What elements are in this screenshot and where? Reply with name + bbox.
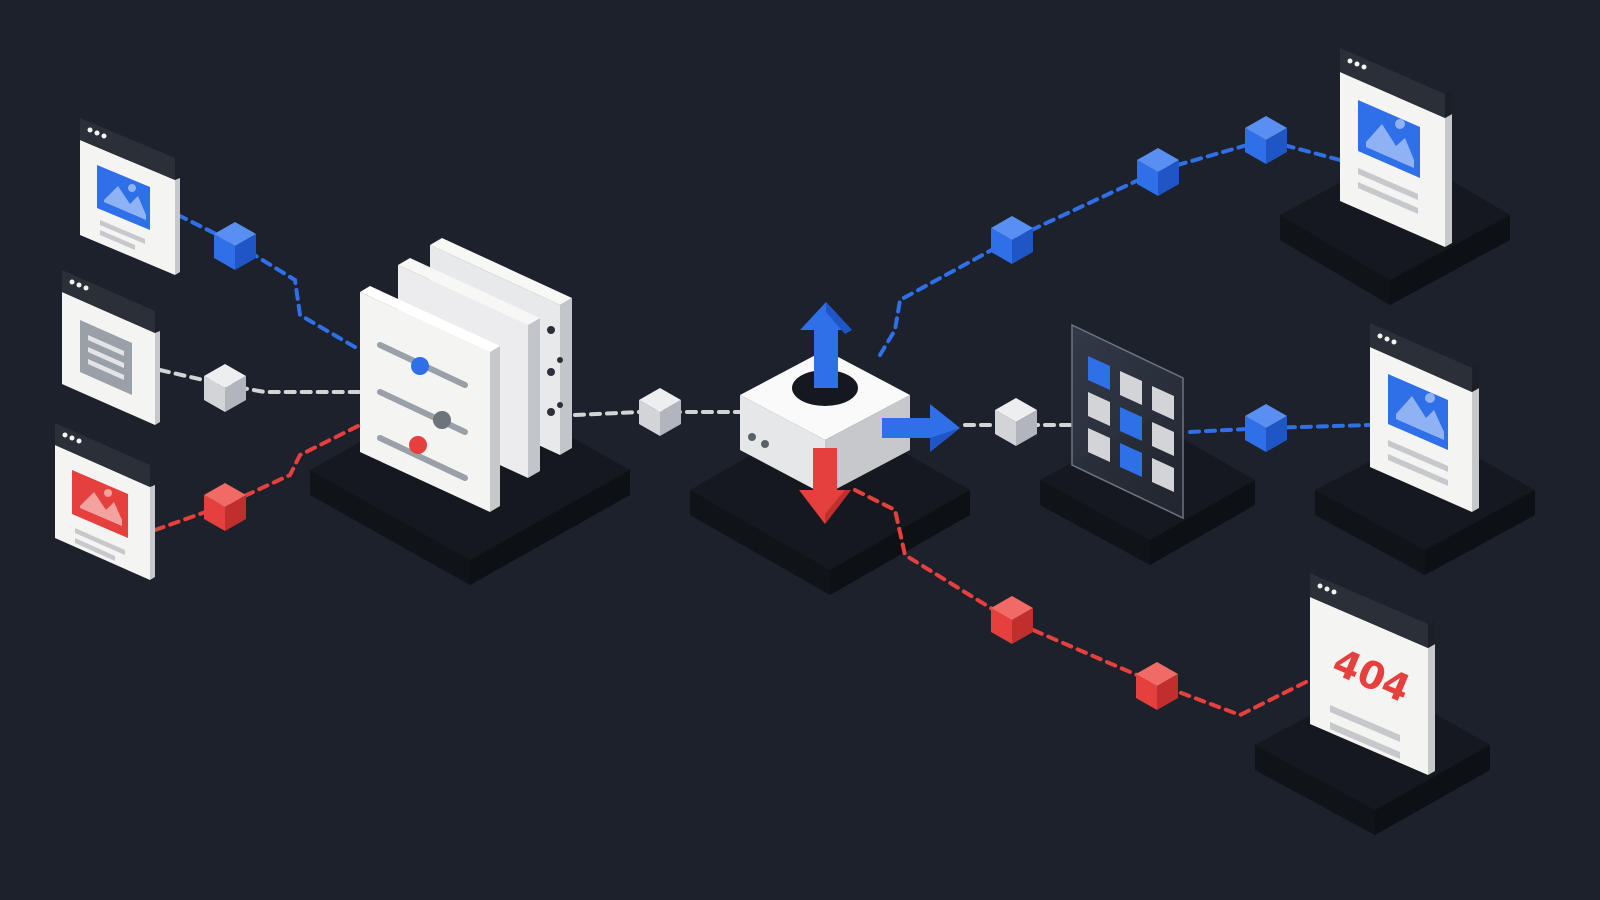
platform-router-side-r — [830, 490, 970, 595]
path-in-text-gray — [158, 368, 362, 394]
platform-grid-side-r — [1150, 480, 1255, 565]
grid-panel-icon — [1071, 323, 1184, 520]
output-image-top-icon — [1340, 48, 1452, 247]
cube-blue-5 — [1245, 404, 1287, 452]
cubes — [204, 116, 1287, 710]
platform-out-mid-side — [1315, 490, 1425, 575]
input-text-page-icon — [62, 270, 160, 425]
platform-filter-side — [310, 470, 470, 585]
cube-gray-1 — [204, 364, 246, 412]
cube-red-1 — [204, 483, 246, 531]
path-grid-mid-blue — [1188, 423, 1372, 434]
input-error-image-page-icon — [55, 423, 155, 580]
output-image-mid-icon — [1370, 323, 1479, 512]
platform-out-top-side-r — [1390, 215, 1510, 305]
cube-blue-4 — [1245, 116, 1287, 164]
platform-filter-side-r — [470, 470, 630, 585]
arrow-down-icon — [799, 448, 851, 524]
cube-red-2 — [991, 596, 1033, 644]
path-in-image-blue — [176, 213, 362, 352]
cube-red-3 — [1136, 662, 1178, 710]
cube-blue-1 — [214, 222, 256, 270]
platform-out-err-side — [1255, 745, 1375, 835]
filter-stack-icon — [360, 238, 572, 512]
slider-knob-gray — [433, 411, 451, 429]
cube-blue-3 — [1137, 148, 1179, 196]
output-error-page-icon: 404 — [1310, 573, 1435, 775]
cube-gray-3 — [995, 398, 1037, 446]
arrow-right-icon — [882, 404, 960, 452]
platform-router-side — [690, 490, 830, 595]
path-router-top-blue — [878, 137, 1342, 357]
platform-grid-side — [1040, 480, 1150, 565]
slider-knob-blue — [411, 357, 429, 375]
cube-gray-2 — [639, 388, 681, 436]
input-image-page-icon — [80, 118, 180, 275]
cube-blue-2 — [991, 216, 1033, 264]
platform-out-mid-side-r — [1425, 490, 1535, 575]
path-in-error-red — [153, 423, 362, 532]
platform-out-err-side-r — [1375, 745, 1490, 835]
arrow-up-icon — [800, 302, 852, 388]
grid-cells — [1088, 356, 1174, 492]
router-box-icon — [740, 302, 960, 524]
platform-out-top-side — [1280, 215, 1390, 305]
slider-knob-red — [409, 436, 427, 454]
